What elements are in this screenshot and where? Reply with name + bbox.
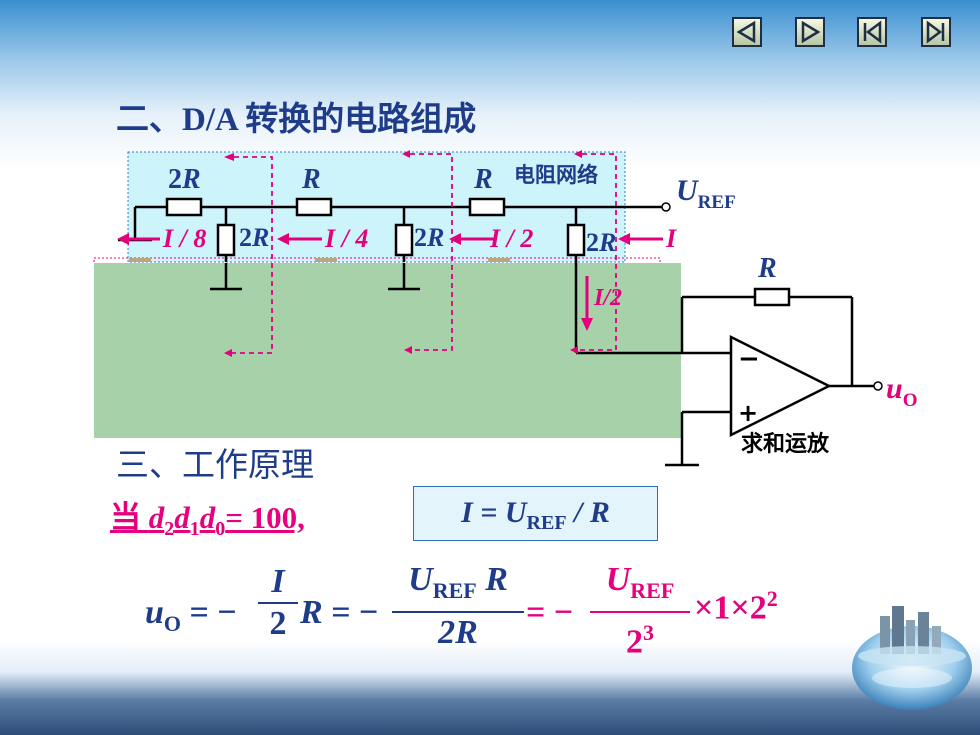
skip-first-icon bbox=[863, 20, 882, 44]
label-shunt-2: 2R bbox=[414, 223, 444, 252]
label-shunt-1: 2R bbox=[239, 223, 269, 252]
label-series-1: 2R bbox=[168, 164, 201, 195]
next-button[interactable] bbox=[795, 17, 825, 47]
prev-button[interactable] bbox=[732, 17, 762, 47]
opamp-label: 求和运放 bbox=[741, 431, 830, 457]
resistor-shunt-3 bbox=[566, 223, 586, 257]
opamp-symbol bbox=[729, 334, 832, 438]
first-button[interactable] bbox=[857, 17, 887, 47]
eq-r-term: R = − bbox=[300, 594, 379, 631]
label-series-2: R bbox=[301, 164, 321, 195]
eq-lhs: uO = − bbox=[145, 594, 237, 636]
resistor-feedback bbox=[753, 287, 791, 307]
label-feedback: R bbox=[757, 253, 777, 284]
network-outline-right bbox=[93, 257, 661, 265]
label-i8: I / 8 bbox=[162, 224, 206, 253]
resistor-series-3 bbox=[468, 197, 506, 217]
output-terminal bbox=[873, 381, 883, 391]
condition-text: 当 d2d1d0= 100, bbox=[110, 500, 305, 541]
formula-box: I = UREF / R bbox=[413, 486, 658, 541]
label-i: I bbox=[665, 224, 677, 253]
label-down-current: I/2 bbox=[593, 285, 622, 311]
network-label: 电阻网络 bbox=[514, 163, 598, 187]
opamp-minus: − bbox=[738, 344, 760, 374]
label-i2: I / 2 bbox=[489, 224, 533, 253]
resistor-series-1 bbox=[165, 197, 203, 217]
slide-title: 二、D/A 转换的电路组成 bbox=[116, 102, 477, 138]
resistor-series-2 bbox=[295, 197, 333, 217]
section-heading: 三、工作原理 bbox=[116, 448, 314, 484]
triangle-left-icon bbox=[736, 20, 756, 44]
label-series-3: R bbox=[473, 164, 493, 195]
opamp-plus: + bbox=[738, 399, 758, 427]
label-i4: I / 4 bbox=[324, 224, 368, 253]
resistor-shunt-1 bbox=[216, 223, 236, 257]
label-shunt-3: 2R bbox=[586, 228, 616, 257]
label-output: uO bbox=[886, 372, 917, 411]
label-uref: UREF bbox=[676, 174, 736, 213]
resistor-shunt-2 bbox=[394, 223, 414, 257]
globe-city-icon bbox=[852, 606, 972, 710]
last-button[interactable] bbox=[921, 17, 951, 47]
eq-equals-3: = − bbox=[526, 594, 574, 631]
skip-last-icon bbox=[926, 20, 945, 44]
uref-terminal bbox=[661, 202, 671, 212]
triangle-right-icon bbox=[801, 20, 821, 44]
eq-tail: ×1×22 bbox=[694, 586, 778, 627]
